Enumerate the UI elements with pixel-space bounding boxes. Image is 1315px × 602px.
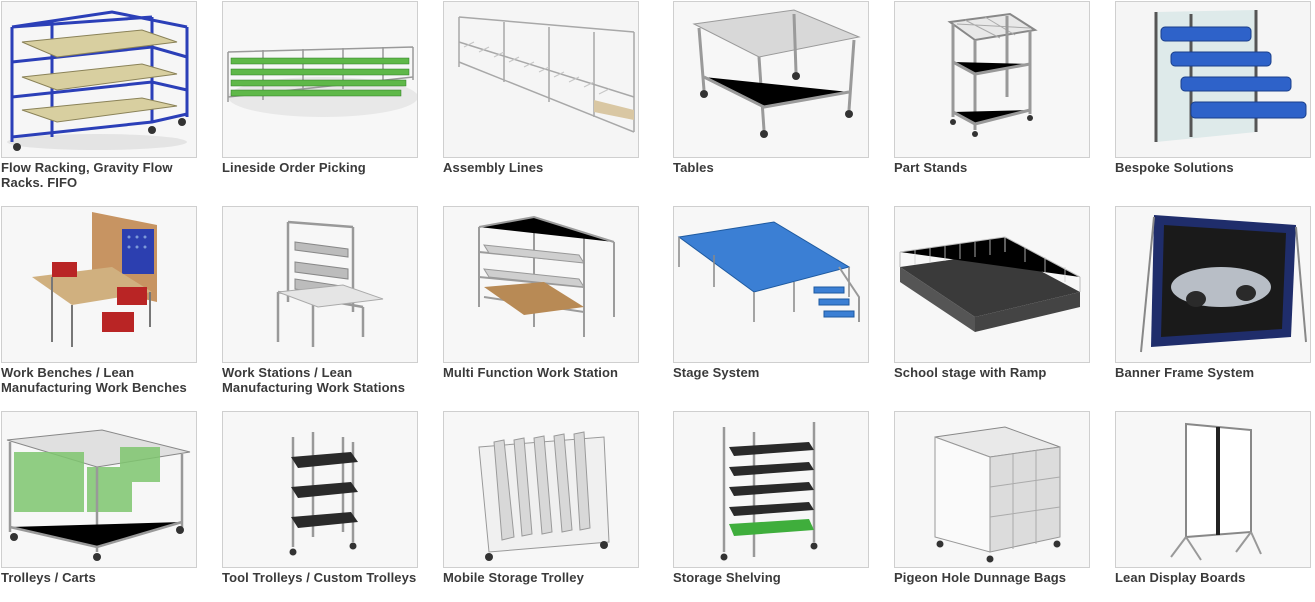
product-label-lineside[interactable]: Lineside Order Picking: [222, 160, 366, 175]
product-card-tables[interactable]: Tables: [673, 1, 869, 175]
product-image-work-benches[interactable]: [1, 206, 197, 363]
product-label-mobile-storage[interactable]: Mobile Storage Trolley: [443, 570, 584, 585]
workstation-illustration: [223, 207, 417, 362]
product-image-bespoke[interactable]: [1115, 1, 1311, 158]
product-label-multi-function[interactable]: Multi Function Work Station: [443, 365, 619, 380]
product-image-banner[interactable]: [1115, 206, 1311, 363]
product-image-stage[interactable]: [673, 206, 869, 363]
product-image-flow-racking[interactable]: [1, 1, 197, 158]
flow-rack-illustration: [2, 2, 196, 157]
product-label-school-stage[interactable]: School stage with Ramp: [894, 365, 1047, 380]
trolley-illustration: [2, 412, 196, 567]
product-card-bespoke[interactable]: Bespoke Solutions: [1115, 1, 1311, 175]
product-card-part-stands[interactable]: Part Stands: [894, 1, 1090, 175]
product-label-flow-racking[interactable]: Flow Racking, Gravity Flow Racks. FIFO: [1, 160, 173, 190]
product-card-school-stage[interactable]: School stage with Ramp: [894, 206, 1090, 380]
product-label-display-boards[interactable]: Lean Display Boards: [1115, 570, 1246, 585]
product-card-lineside[interactable]: Lineside Order Picking: [222, 1, 418, 175]
part-stand-illustration: [895, 2, 1089, 157]
product-label-assembly[interactable]: Assembly Lines: [443, 160, 544, 175]
product-label-tool-trolleys[interactable]: Tool Trolleys / Custom Trolleys: [222, 570, 417, 585]
product-image-mobile-storage[interactable]: [443, 411, 639, 568]
display-board-illustration: [1116, 412, 1310, 567]
product-card-work-benches[interactable]: Work Benches / Lean Manufacturing Work B…: [1, 206, 197, 395]
product-image-storage-shelving[interactable]: [673, 411, 869, 568]
product-label-storage-shelving[interactable]: Storage Shelving: [673, 570, 781, 585]
multi-function-illustration: [444, 207, 638, 362]
product-card-trolleys[interactable]: Trolleys / Carts: [1, 411, 197, 585]
table-illustration: [674, 2, 868, 157]
mobile-storage-illustration: [444, 412, 638, 567]
product-card-pigeon-hole[interactable]: Pigeon Hole Dunnage Bags: [894, 411, 1090, 585]
product-label-stage[interactable]: Stage System: [673, 365, 760, 380]
product-card-flow-racking[interactable]: Flow Racking, Gravity Flow Racks. FIFO: [1, 1, 197, 190]
product-label-trolleys[interactable]: Trolleys / Carts: [1, 570, 96, 585]
product-label-work-stations[interactable]: Work Stations / Lean Manufacturing Work …: [222, 365, 406, 395]
product-card-banner[interactable]: Banner Frame System: [1115, 206, 1311, 380]
product-image-lineside[interactable]: [222, 1, 418, 158]
product-image-work-stations[interactable]: [222, 206, 418, 363]
product-image-multi-function[interactable]: [443, 206, 639, 363]
product-label-bespoke[interactable]: Bespoke Solutions: [1115, 160, 1234, 175]
product-image-school-stage[interactable]: [894, 206, 1090, 363]
bespoke-illustration: [1116, 2, 1310, 157]
product-image-trolleys[interactable]: [1, 411, 197, 568]
product-card-storage-shelving[interactable]: Storage Shelving: [673, 411, 869, 585]
product-card-display-boards[interactable]: Lean Display Boards: [1115, 411, 1311, 585]
pigeon-hole-illustration: [895, 412, 1089, 567]
lineside-illustration: [223, 2, 417, 157]
school-stage-illustration: [895, 207, 1089, 362]
stage-illustration: [674, 207, 868, 362]
product-label-part-stands[interactable]: Part Stands: [894, 160, 968, 175]
product-label-tables[interactable]: Tables: [673, 160, 714, 175]
product-card-assembly[interactable]: Assembly Lines: [443, 1, 639, 175]
product-card-tool-trolleys[interactable]: Tool Trolleys / Custom Trolleys: [222, 411, 418, 585]
product-card-multi-function[interactable]: Multi Function Work Station: [443, 206, 639, 380]
product-card-mobile-storage[interactable]: Mobile Storage Trolley: [443, 411, 639, 585]
tool-trolley-illustration: [223, 412, 417, 567]
storage-shelving-illustration: [674, 412, 868, 567]
product-card-stage[interactable]: Stage System: [673, 206, 869, 380]
workbench-illustration: [2, 207, 196, 362]
product-image-display-boards[interactable]: [1115, 411, 1311, 568]
product-image-part-stands[interactable]: [894, 1, 1090, 158]
product-image-tool-trolleys[interactable]: [222, 411, 418, 568]
product-image-assembly[interactable]: [443, 1, 639, 158]
product-label-banner[interactable]: Banner Frame System: [1115, 365, 1255, 380]
product-image-tables[interactable]: [673, 1, 869, 158]
product-image-pigeon-hole[interactable]: [894, 411, 1090, 568]
assembly-line-illustration: [444, 2, 638, 157]
banner-frame-illustration: [1116, 207, 1310, 362]
product-label-pigeon-hole[interactable]: Pigeon Hole Dunnage Bags: [894, 570, 1067, 585]
product-label-work-benches[interactable]: Work Benches / Lean Manufacturing Work B…: [1, 365, 187, 395]
product-card-work-stations[interactable]: Work Stations / Lean Manufacturing Work …: [222, 206, 418, 395]
